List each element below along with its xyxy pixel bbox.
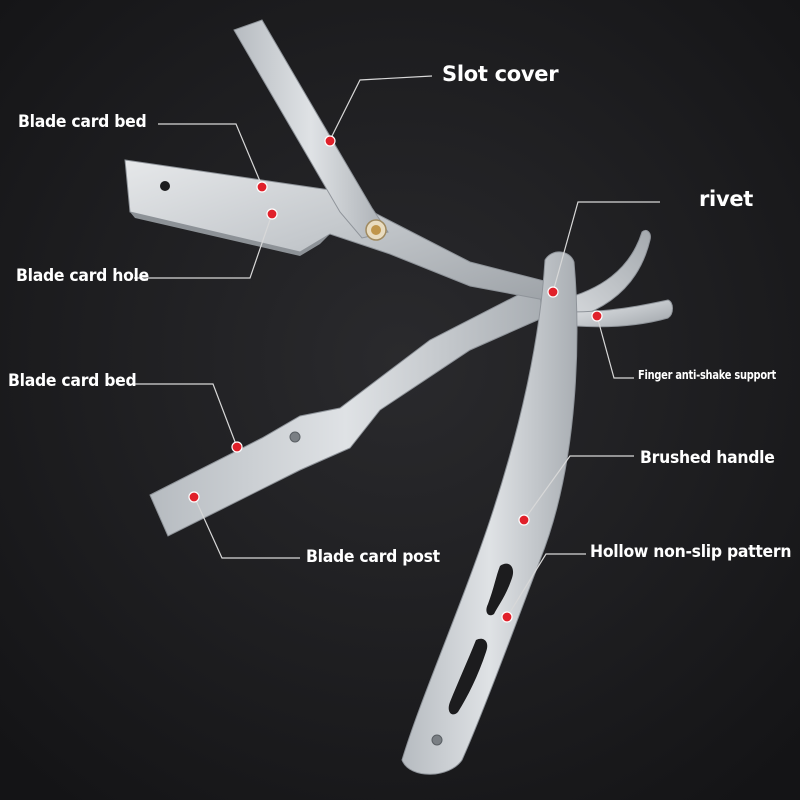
label-blade-card-bed-top: Blade card bed <box>18 112 147 132</box>
leader-brushed-handle <box>523 455 634 521</box>
label-brushed-handle: Brushed handle <box>640 448 775 468</box>
hollow-slot-lower <box>448 638 488 715</box>
hollow-slot-upper <box>486 563 514 616</box>
marker-brushed-handle <box>518 514 530 526</box>
leader-lines <box>134 75 660 618</box>
leader-finger-support <box>596 315 634 379</box>
marker-blade-card-post <box>188 491 200 503</box>
leader-slot-cover <box>329 75 433 141</box>
label-hollow-pattern: Hollow non-slip pattern <box>590 542 792 562</box>
marker-rivet <box>547 286 559 298</box>
marker-finger-support <box>591 310 603 322</box>
leader-hollow-pattern <box>506 553 586 618</box>
leader-blade-card-hole <box>134 213 273 279</box>
marker-slot-cover <box>324 135 336 147</box>
leader-blade-card-bed-lower <box>135 383 238 448</box>
top-blade-arm-part <box>124 159 549 301</box>
label-finger-support: Finger anti-shake support <box>638 368 776 382</box>
brushed-handle-part <box>401 251 578 775</box>
pivot-rivet <box>365 219 387 241</box>
slot-cover-part <box>233 19 389 239</box>
label-blade-card-hole: Blade card hole <box>16 266 149 286</box>
label-slot-cover: Slot cover <box>442 62 559 86</box>
leader-blade-card-post <box>193 495 300 559</box>
leader-rivet <box>552 201 660 293</box>
leader-blade-card-bed-top <box>158 123 263 187</box>
markers <box>188 135 603 623</box>
label-blade-card-post: Blade card post <box>306 547 440 567</box>
label-rivet: rivet <box>699 187 754 211</box>
marker-blade-card-bed-lower <box>231 441 243 453</box>
label-blade-card-bed-lower: Blade card bed <box>8 371 137 391</box>
marker-hollow-pattern <box>501 611 513 623</box>
marker-blade-card-hole <box>266 208 278 220</box>
marker-blade-card-bed-top <box>256 181 268 193</box>
